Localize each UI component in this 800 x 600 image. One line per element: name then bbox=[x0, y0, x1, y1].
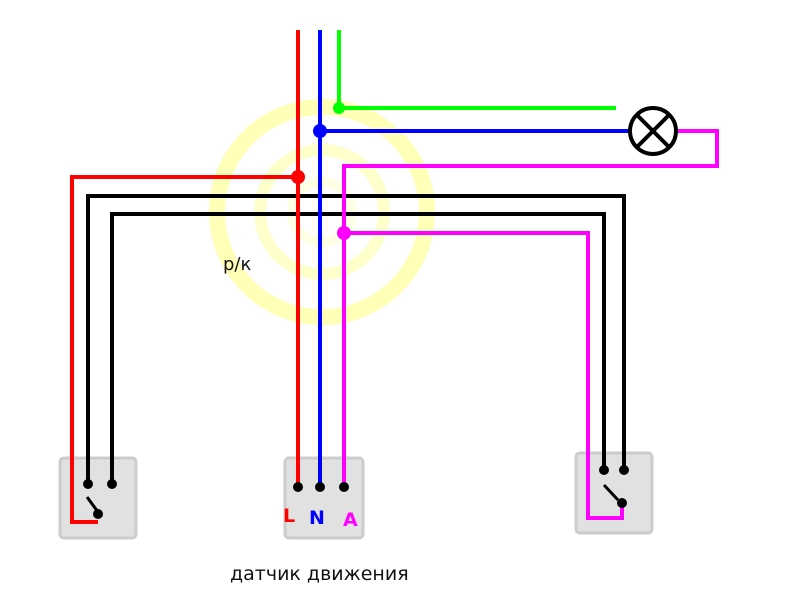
junction-box-label: р/к bbox=[223, 254, 251, 275]
ground-wire bbox=[337, 30, 616, 110]
right-switch[interactable] bbox=[574, 451, 654, 535]
terminal-a-label: A bbox=[343, 509, 358, 531]
terminal-l-label: L bbox=[283, 505, 295, 527]
phase-wire bbox=[70, 30, 300, 524]
traveler-wires bbox=[86, 194, 626, 484]
two-way-switch-icon bbox=[602, 483, 620, 502]
sensor-caption: датчик движения bbox=[230, 563, 409, 585]
neutral-wire bbox=[318, 30, 630, 486]
lamp-icon[interactable] bbox=[628, 106, 678, 156]
terminal-n-label: N bbox=[309, 507, 325, 529]
junction-dots bbox=[291, 102, 351, 240]
switched-wire bbox=[342, 129, 719, 520]
left-switch[interactable] bbox=[58, 456, 138, 540]
terminal-dots bbox=[83, 465, 629, 519]
